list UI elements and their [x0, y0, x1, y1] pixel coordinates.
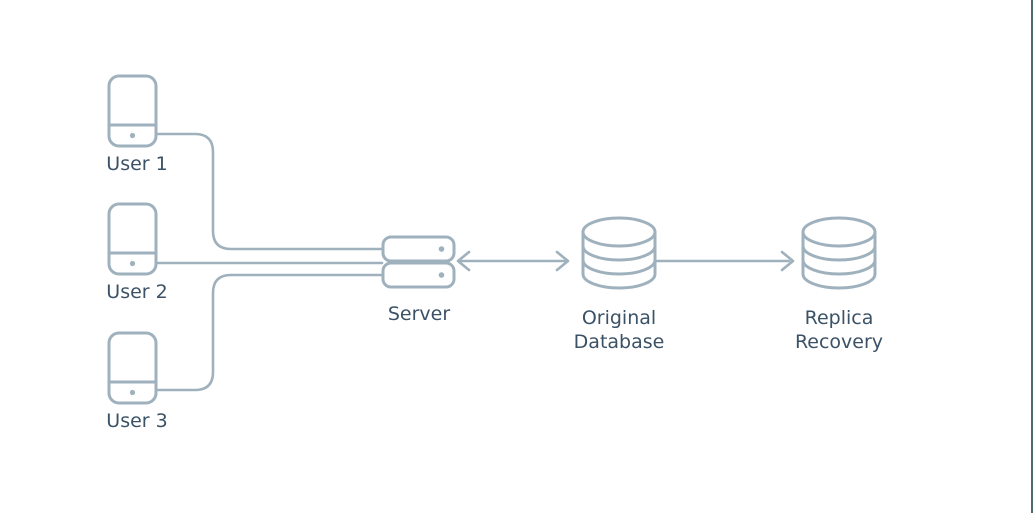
- server-icon: [381, 235, 456, 289]
- window-right-edge: [1031, 0, 1033, 513]
- connector-server-originaldb-double-arrow: [456, 250, 570, 272]
- smartphone-icon: [107, 331, 158, 405]
- database-icon: [581, 216, 657, 290]
- node-label-server: Server: [387, 303, 451, 325]
- node-label-replica-recovery: Replica Recovery: [794, 307, 884, 353]
- connector-user3-server: [154, 273, 384, 392]
- node-label-original-database: Original Database: [573, 307, 665, 353]
- database-icon: [801, 216, 877, 290]
- connector-originaldb-replicadb-arrow: [654, 250, 795, 272]
- node-label-user3: User 3: [106, 410, 168, 432]
- connector-user1-server: [154, 132, 384, 251]
- node-label-user2: User 2: [106, 281, 168, 303]
- node-label-user1: User 1: [106, 153, 168, 175]
- smartphone-icon: [107, 202, 158, 276]
- smartphone-icon: [107, 74, 158, 148]
